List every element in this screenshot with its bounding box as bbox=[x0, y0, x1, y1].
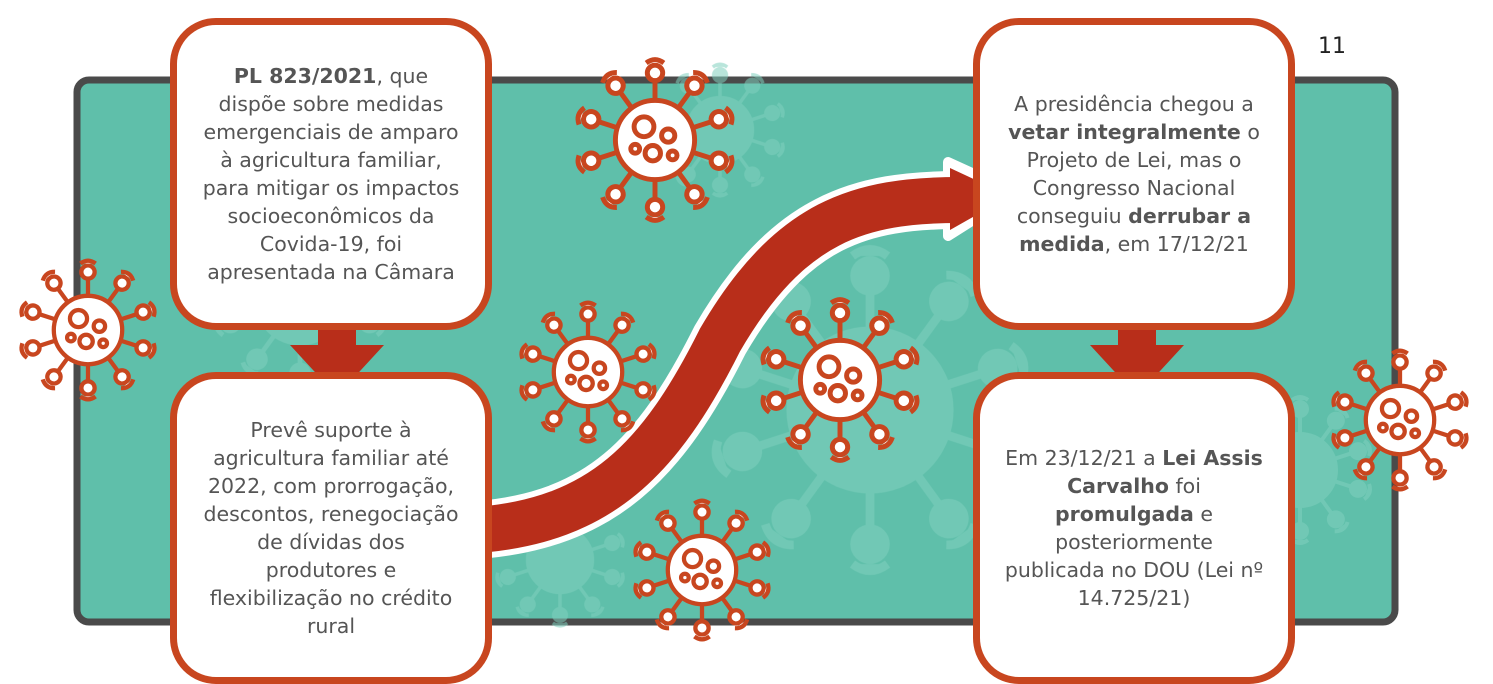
step-text: Em 23/12/21 a Lei Assis Carvalho foi pro… bbox=[1004, 446, 1264, 610]
step-text: Prevê suporte à agricultura familiar até… bbox=[203, 418, 459, 638]
step-box-veto: A presidência chegou a vetar integralmen… bbox=[973, 18, 1295, 330]
page-number: 11 bbox=[1318, 34, 1346, 59]
step-box-law-enacted: Em 23/12/21 a Lei Assis Carvalho foi pro… bbox=[973, 372, 1295, 684]
step-text: A presidência chegou a vetar integralmen… bbox=[1008, 92, 1260, 256]
step-text: PL 823/2021, que dispõe sobre medidas em… bbox=[202, 64, 460, 284]
curved-arrow-icon bbox=[475, 177, 961, 553]
step-box-bill-content: Prevê suporte à agricultura familiar até… bbox=[170, 372, 492, 684]
step-box-bill-presented: PL 823/2021, que dispõe sobre medidas em… bbox=[170, 18, 492, 330]
